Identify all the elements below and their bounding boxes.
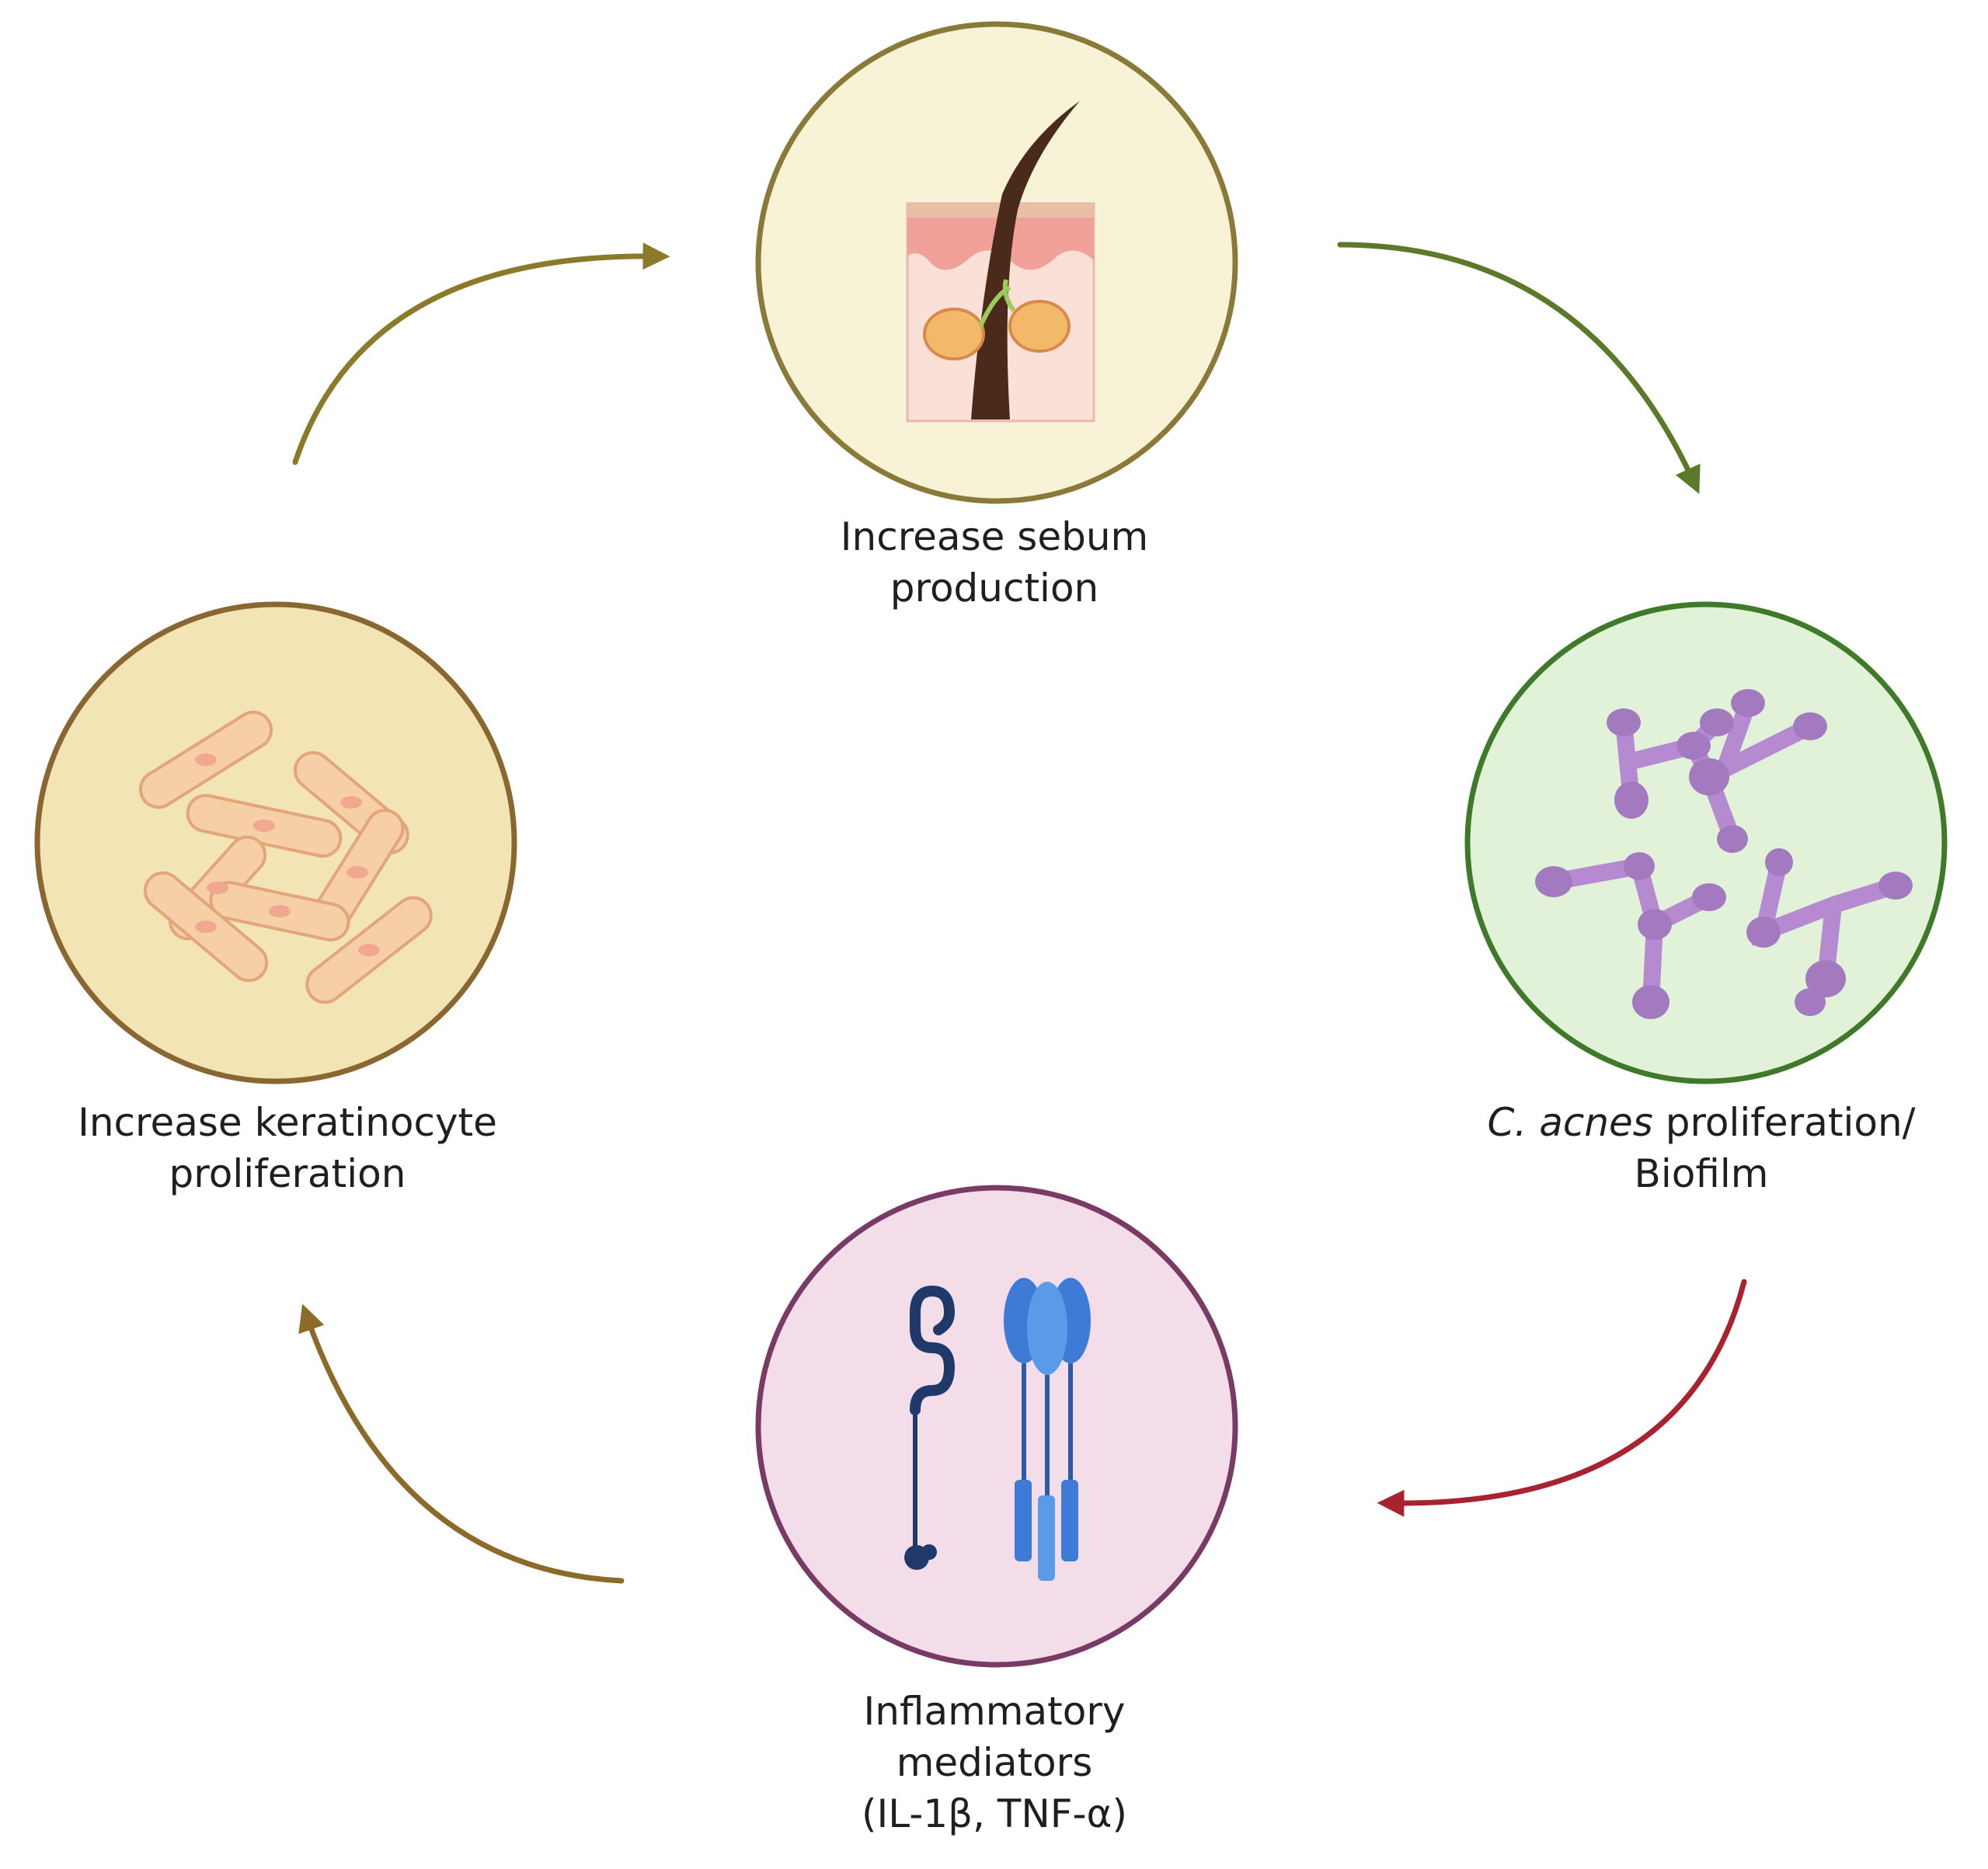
cell-nuclei [195, 754, 380, 956]
inflammatory-circle [755, 1185, 1238, 1668]
bacteria-cells [1535, 689, 1913, 1019]
label-sebum-line1: Increase sebum [840, 514, 1149, 559]
label-cacnes-line2: Biofilm [1634, 1151, 1769, 1196]
cytokine-receptor-icon [904, 1278, 1091, 1581]
label-inflammatory-line2: mediators [896, 1740, 1093, 1785]
node-sebum-production [755, 21, 1238, 504]
label-cacnes-biofilm: C. acnes proliferation/ Biofilm [1429, 1097, 1973, 1199]
label-inflammatory-mediators: Inflammatory mediators (IL-1β, TNF-α) [761, 1686, 1227, 1839]
label-keratinocyte-proliferation: Increase keratinocyte proliferation [31, 1097, 544, 1199]
arrow-inflammatory-to-keratinocyte [298, 1303, 625, 1584]
node-inflammatory-mediators [755, 1185, 1238, 1668]
label-sebum-line2: production [890, 566, 1099, 611]
node-keratinocyte-proliferation [34, 601, 517, 1084]
arrow-sebum-to-cacnes [1337, 242, 1701, 494]
label-inflammatory-line1: Inflammatory [863, 1689, 1126, 1734]
cacnes-circle [1464, 601, 1948, 1084]
node-cacnes-biofilm [1464, 601, 1948, 1084]
label-cacnes-line1: C. acnes proliferation/ [1429, 1097, 1973, 1148]
arrow-cacnes-to-inflammatory [1377, 1279, 1747, 1517]
hair-follicle-sebaceous-gland-icon [906, 101, 1095, 423]
label-keratinocyte-line2: proliferation [169, 1151, 406, 1196]
arrow-keratinocyte-to-sebum [292, 242, 670, 465]
label-cacnes-line1-rest: proliferation/ [1652, 1100, 1916, 1145]
label-cacnes-species: C. acnes [1487, 1100, 1653, 1145]
label-inflammatory-line3: (IL-1β, TNF-α) [862, 1791, 1127, 1836]
label-sebum-production: Increase sebum production [761, 511, 1227, 614]
label-keratinocyte-line1: Increase keratinocyte [78, 1100, 497, 1145]
